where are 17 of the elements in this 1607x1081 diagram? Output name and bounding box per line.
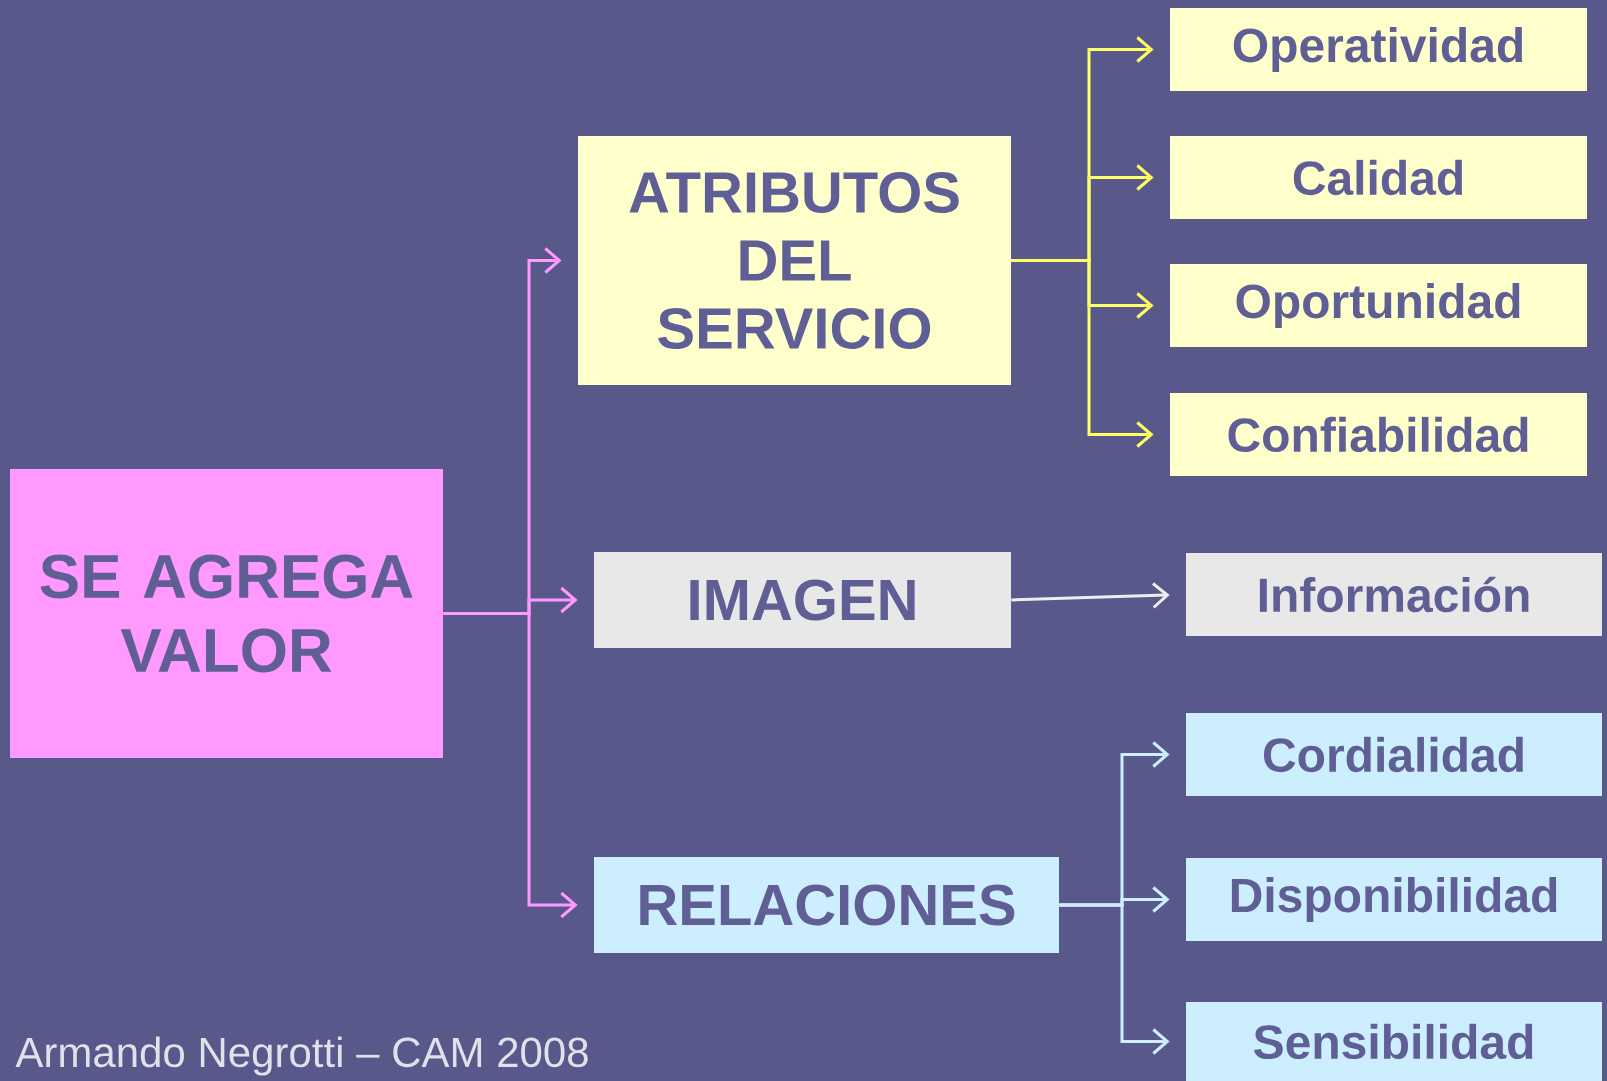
- arrow: [443, 612, 578, 919]
- process-box: Sensibilidad: [1186, 1002, 1602, 1081]
- process-box: ATRIBUTOS DEL SERVICIO: [578, 136, 1011, 385]
- process-box: RELACIONES: [594, 857, 1059, 953]
- process-box: IMAGEN: [594, 552, 1011, 648]
- arrow: [1059, 903, 1170, 1055]
- process-box: Información: [1186, 553, 1602, 636]
- footer-note: Armando Negrotti – CAM 2008: [15, 1036, 588, 1076]
- process-box: Calidad: [1170, 136, 1587, 219]
- process-box: SE AGREGA VALOR: [10, 469, 443, 758]
- process-box: Confiabilidad: [1170, 393, 1587, 476]
- process-box: Oportunidad: [1170, 264, 1587, 347]
- process-box: Cordialidad: [1186, 713, 1602, 796]
- process-box: Operatividad: [1170, 8, 1587, 91]
- arrow: [1011, 582, 1170, 609]
- process-box: Disponibilidad: [1186, 858, 1602, 941]
- arrow: [1011, 259, 1154, 448]
